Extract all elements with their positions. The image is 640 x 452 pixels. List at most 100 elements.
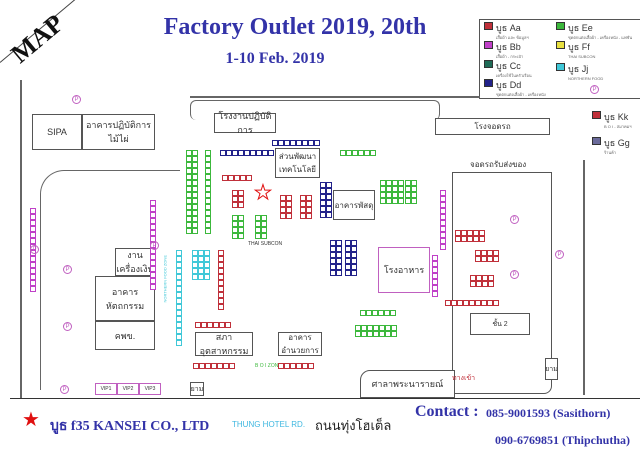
booth[interactable] [261,221,267,227]
booth[interactable] [232,215,238,221]
booth[interactable] [379,325,385,331]
booth[interactable] [361,325,367,331]
booth[interactable] [246,175,252,181]
booth[interactable] [176,256,182,262]
booth[interactable] [268,150,274,156]
building-sipa[interactable]: SIPA [32,114,82,150]
booth[interactable] [192,250,198,256]
booth[interactable] [186,222,192,228]
booth[interactable] [205,363,211,369]
booth[interactable] [192,210,198,216]
booth[interactable] [186,216,192,222]
booth[interactable] [192,150,198,156]
booth[interactable] [228,175,234,181]
booth[interactable] [176,250,182,256]
booth[interactable] [476,275,482,281]
booth[interactable] [219,322,225,328]
booth[interactable] [345,240,351,246]
booth[interactable] [351,252,357,258]
booth[interactable] [150,218,156,224]
booth[interactable] [475,250,481,256]
booth[interactable] [398,186,404,192]
booth[interactable] [469,300,475,306]
booth[interactable] [286,201,292,207]
booth[interactable] [391,331,397,337]
booth[interactable] [473,230,479,236]
building-garage[interactable]: โรงจอดรถ [435,118,550,135]
booth[interactable] [330,270,336,276]
booth[interactable] [482,275,488,281]
booth[interactable] [204,268,210,274]
booth[interactable] [390,310,396,316]
booth[interactable] [218,274,224,280]
booth[interactable] [392,198,398,204]
booth[interactable] [205,228,211,234]
booth[interactable] [432,267,438,273]
booth[interactable] [440,220,446,226]
booth[interactable] [198,250,204,256]
booth[interactable] [300,207,306,213]
booth[interactable] [186,204,192,210]
booth[interactable] [392,192,398,198]
booth[interactable] [262,150,268,156]
booth[interactable] [255,221,261,227]
booth[interactable] [330,258,336,264]
booth[interactable] [440,226,446,232]
booth[interactable] [475,256,481,262]
booth[interactable] [487,256,493,262]
booth[interactable] [186,228,192,234]
booth[interactable] [286,195,292,201]
booth[interactable] [336,252,342,258]
booth[interactable] [366,310,372,316]
booth[interactable] [198,262,204,268]
booth[interactable] [204,262,210,268]
booth[interactable] [488,281,494,287]
booth[interactable] [336,246,342,252]
booth[interactable] [192,228,198,234]
booth[interactable] [204,256,210,262]
booth[interactable] [405,186,411,192]
booth[interactable] [176,298,182,304]
booth[interactable] [150,272,156,278]
booth[interactable] [238,190,244,196]
booth[interactable] [240,175,246,181]
booth[interactable] [345,246,351,252]
booth[interactable] [479,230,485,236]
booth[interactable] [445,300,451,306]
booth[interactable] [205,162,211,168]
booth[interactable] [213,322,219,328]
booth[interactable] [392,180,398,186]
vip-slot[interactable]: VIP2 [117,383,139,395]
booth[interactable] [238,150,244,156]
booth[interactable] [455,230,461,236]
booth[interactable] [380,192,386,198]
booth[interactable] [380,186,386,192]
booth[interactable] [481,256,487,262]
booth[interactable] [218,262,224,268]
booth[interactable] [346,150,352,156]
booth[interactable] [360,310,366,316]
booth[interactable] [479,236,485,242]
booth[interactable] [345,258,351,264]
booth[interactable] [272,140,278,146]
booth[interactable] [204,250,210,256]
booth[interactable] [302,363,308,369]
booth[interactable] [193,363,199,369]
booth[interactable] [30,256,36,262]
booth[interactable] [30,232,36,238]
booth[interactable] [150,206,156,212]
booth[interactable] [244,150,250,156]
booth[interactable] [192,180,198,186]
booth[interactable] [473,236,479,242]
booth[interactable] [150,254,156,260]
booth[interactable] [330,252,336,258]
booth[interactable] [296,363,302,369]
booth[interactable] [440,190,446,196]
booth[interactable] [192,268,198,274]
booth[interactable] [314,140,320,146]
booth[interactable] [238,202,244,208]
booth[interactable] [205,186,211,192]
booth[interactable] [280,213,286,219]
booth[interactable] [278,363,284,369]
booth[interactable] [326,200,332,206]
